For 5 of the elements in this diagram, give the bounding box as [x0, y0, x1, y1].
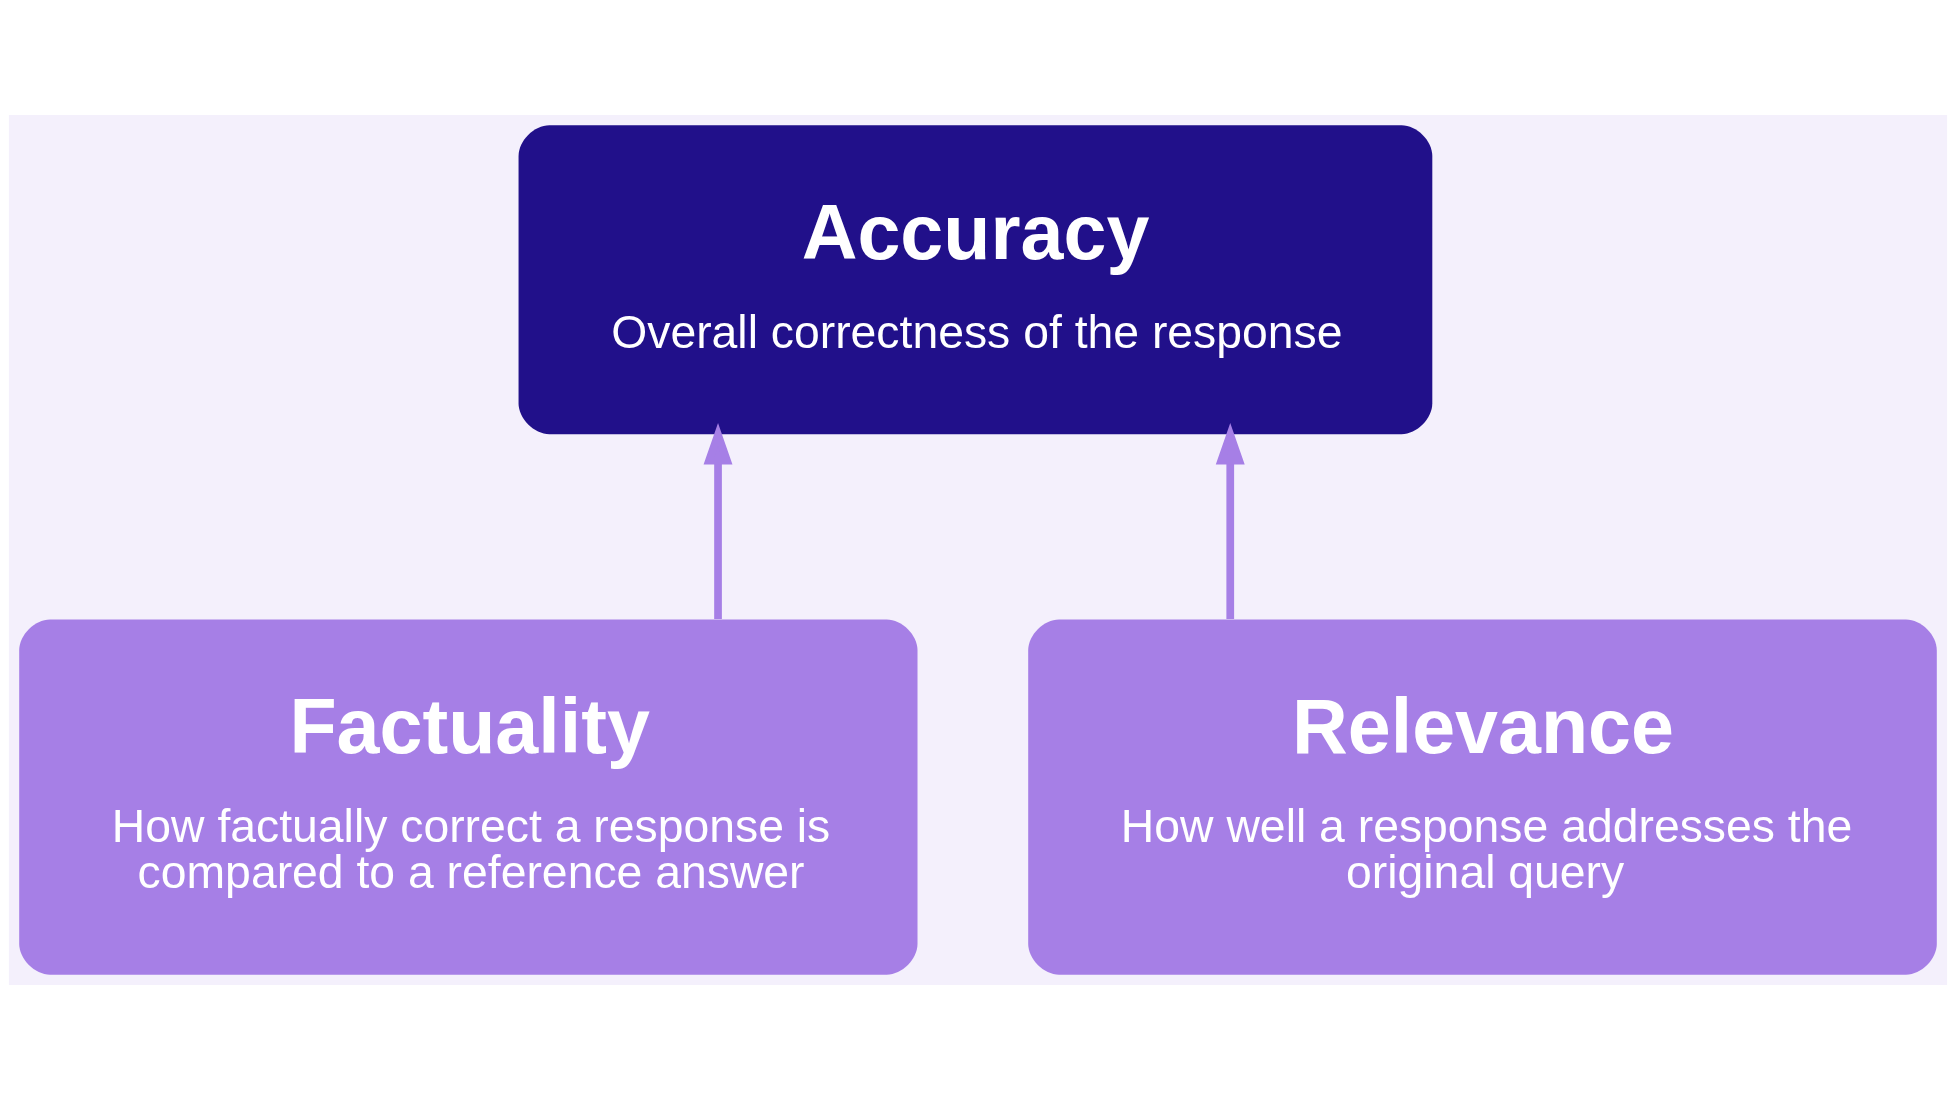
node-box: Accuracy Overall correctness of the response	[518, 125, 1433, 435]
arrow	[1215, 423, 1245, 620]
arrow	[703, 423, 733, 620]
node-box: Factuality How factually correct a response is compared to a reference answer	[19, 619, 918, 975]
node-box: Relevance How well a response addresses the original query	[1028, 619, 1937, 975]
